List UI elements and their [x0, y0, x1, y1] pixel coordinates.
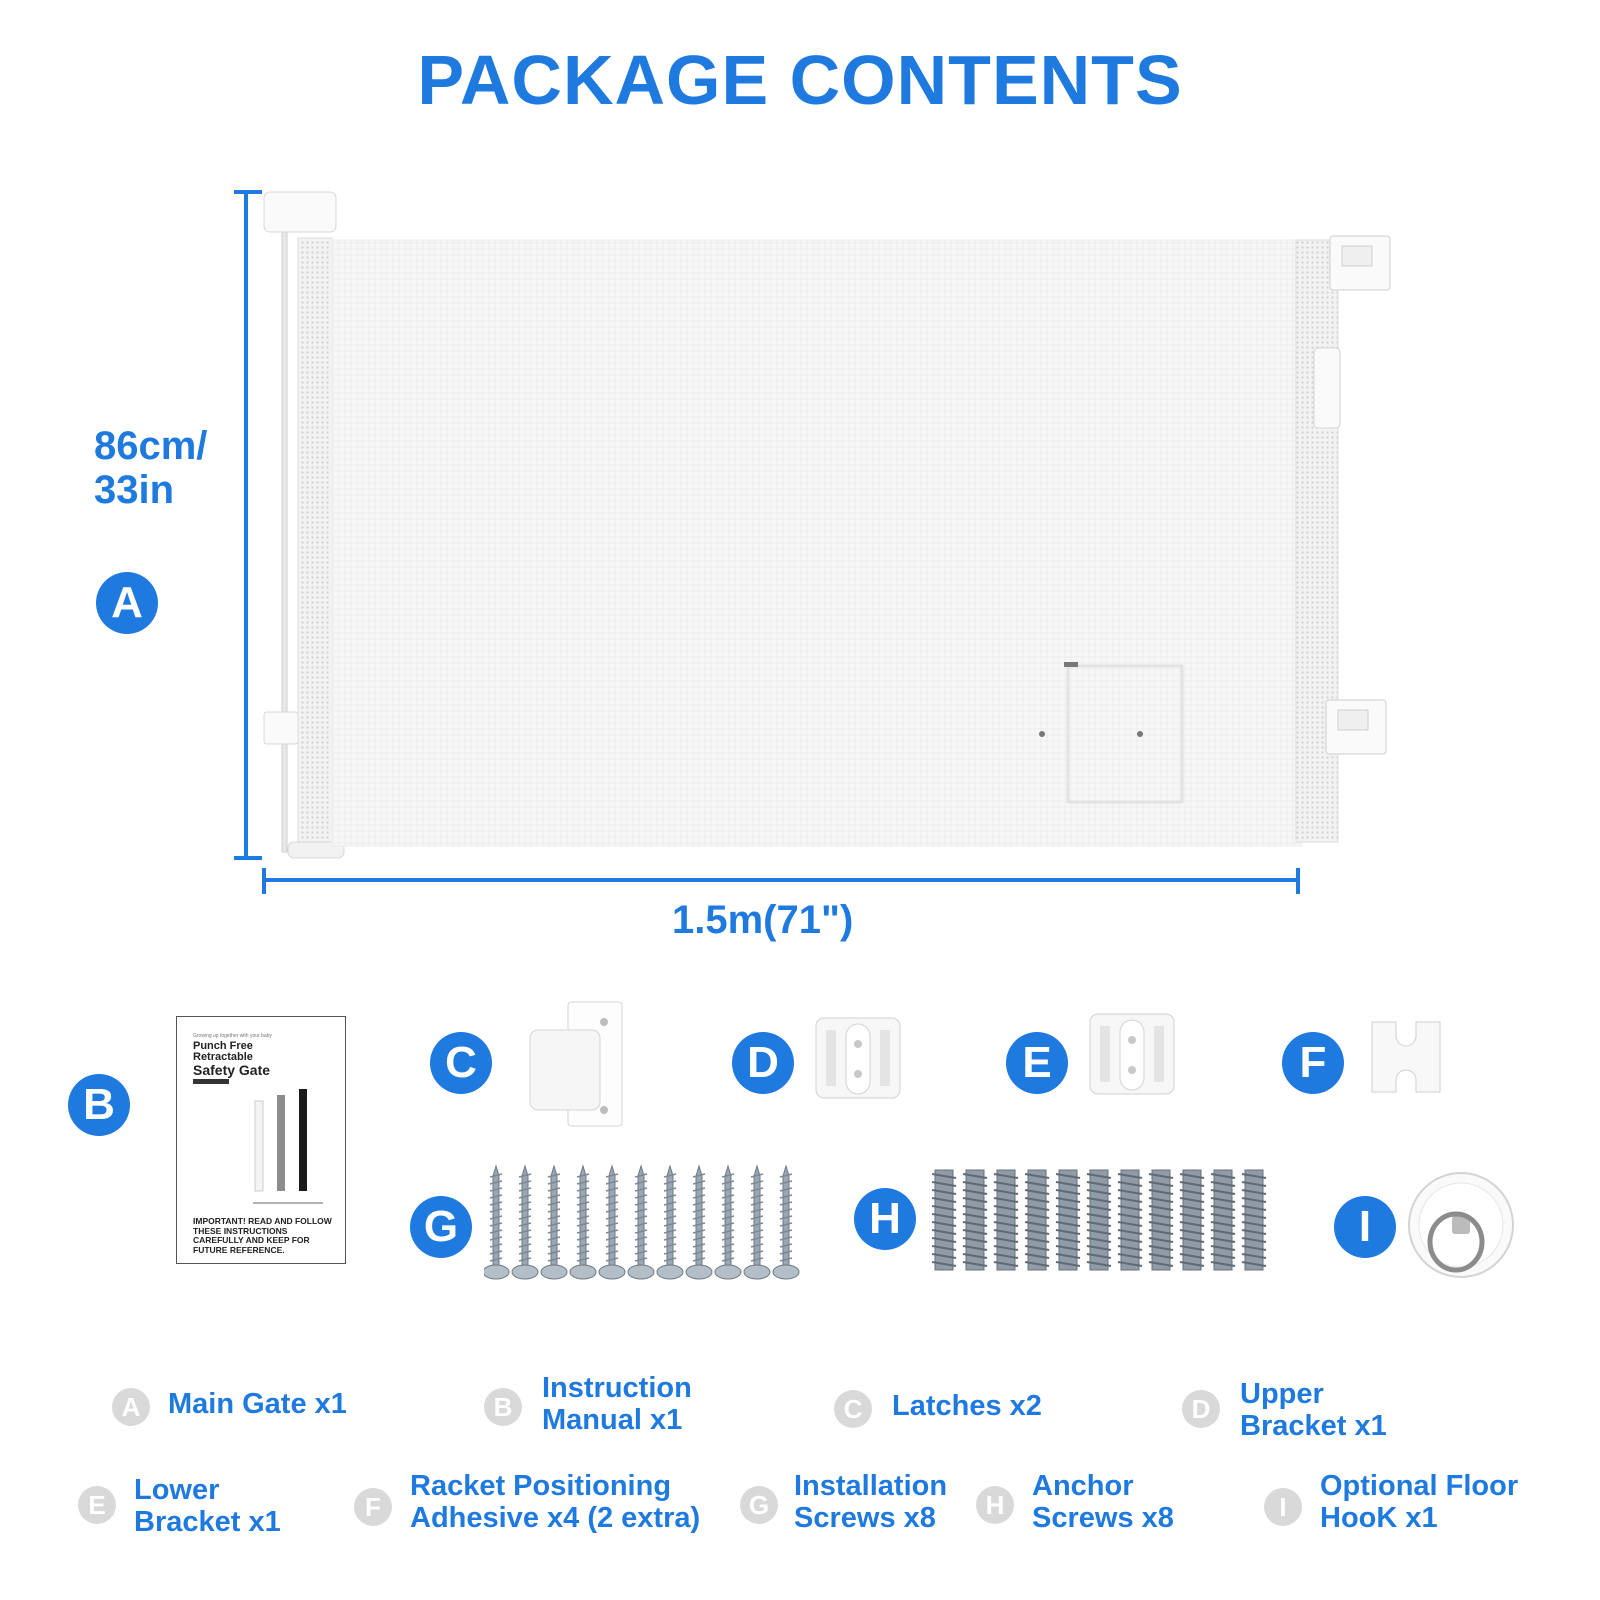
anchor-screw	[1241, 1169, 1267, 1271]
legend-badge-d: D	[1182, 1390, 1220, 1428]
anchor-screw	[1024, 1169, 1050, 1271]
badge-f: F	[1282, 1032, 1344, 1094]
legend-label-g: Installation Screws x8	[794, 1470, 948, 1534]
badge-b: B	[68, 1074, 130, 1136]
anchor-screw	[1055, 1169, 1081, 1271]
manual-tagline: Growing up together with your baby	[193, 1033, 272, 1039]
anchor-screw	[993, 1169, 1019, 1271]
anchor-screw	[1210, 1169, 1236, 1271]
installation-screw	[540, 1164, 568, 1280]
anchor-screw	[1086, 1169, 1112, 1271]
anchor-screws-group	[931, 1168, 1284, 1274]
installation-screw	[598, 1164, 626, 1280]
manual-important-note: IMPORTANT! READ AND FOLLOW THESE INSTRUC…	[193, 1216, 332, 1255]
anchor-screw	[1117, 1169, 1143, 1271]
legend-label-f: Racket Positioning Adhesive x4 (2 extra)	[410, 1470, 701, 1534]
anchor-screw	[962, 1169, 988, 1271]
installation-screw	[685, 1164, 713, 1280]
upper-bracket-part	[815, 1017, 901, 1099]
lower-bracket-part	[1089, 1013, 1175, 1095]
height-label: 86cm/ 33in	[94, 424, 208, 512]
floor-hook-part	[1408, 1172, 1514, 1278]
legend-label-a: Main Gate x1	[168, 1388, 347, 1420]
legend-badge-b: B	[484, 1388, 522, 1426]
latch-part	[529, 1001, 623, 1127]
badge-c: C	[430, 1032, 492, 1094]
badge-d: D	[732, 1032, 794, 1094]
badge-i: I	[1334, 1196, 1396, 1258]
legend-badge-a: A	[112, 1388, 150, 1426]
installation-screw	[772, 1164, 800, 1280]
installation-screws-group	[482, 1164, 814, 1282]
manual-title-2: Retractable	[193, 1051, 253, 1063]
badge-h: H	[854, 1188, 916, 1250]
legend-label-h: Anchor Screws x8	[1032, 1470, 1174, 1534]
page-title: PACKAGE CONTENTS	[417, 41, 1183, 119]
legend-label-e: Lower Bracket x1	[134, 1474, 281, 1538]
main-gate-illustration	[234, 190, 1391, 894]
badge-a: A	[96, 572, 158, 634]
anchor-screw	[1179, 1169, 1205, 1271]
manual-gate-colors-image	[253, 1089, 323, 1204]
width-label: 1.5m(71")	[672, 898, 854, 942]
installation-screw	[714, 1164, 742, 1280]
manual-title-3: Safety Gate	[193, 1062, 271, 1078]
legend-label-b: Instruction Manual x1	[542, 1372, 692, 1436]
badge-g: G	[410, 1196, 472, 1258]
instruction-manual: Growing up together with your baby Punch…	[176, 1016, 346, 1264]
anchor-screw	[1148, 1169, 1174, 1271]
legend-badge-i: I	[1264, 1488, 1302, 1526]
installation-screw	[656, 1164, 684, 1280]
manual-model-bar	[193, 1079, 229, 1084]
badge-e: E	[1006, 1032, 1068, 1094]
installation-screw	[511, 1164, 539, 1280]
installation-screw	[743, 1164, 771, 1280]
legend-badge-g: G	[740, 1486, 778, 1524]
installation-screw	[627, 1164, 655, 1280]
anchor-screw	[931, 1169, 957, 1271]
legend-badge-c: C	[834, 1390, 872, 1428]
height-dimension-line	[234, 190, 262, 860]
adhesive-pad-part	[1371, 1021, 1441, 1093]
legend-label-d: Upper Bracket x1	[1240, 1378, 1387, 1442]
legend-badge-e: E	[78, 1486, 116, 1524]
legend-label-c: Latches x2	[892, 1390, 1042, 1422]
legend-badge-h: H	[976, 1486, 1014, 1524]
legend-label-i: Optional Floor HooK x1	[1320, 1470, 1519, 1534]
legend-badge-f: F	[354, 1488, 392, 1526]
installation-screw	[569, 1164, 597, 1280]
manual-title-1: Punch Free	[193, 1040, 253, 1052]
installation-screw	[482, 1164, 510, 1280]
width-dimension-line	[262, 868, 1300, 894]
